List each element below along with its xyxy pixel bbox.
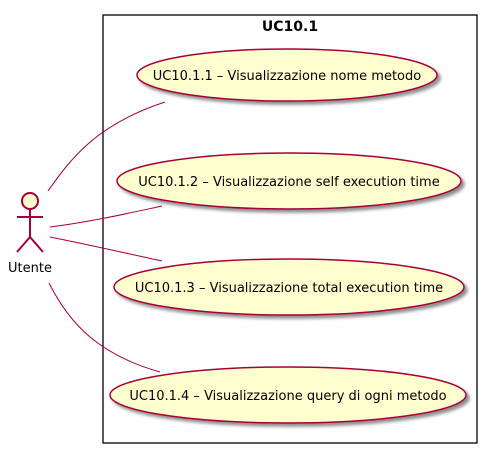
associations: [47, 101, 166, 373]
actor-leg-right: [29, 236, 44, 253]
use-case-uc10-1-4[interactable]: UC10.1.4 – Visualizzazione query di ogni…: [109, 366, 467, 424]
actor-utente: [16, 192, 44, 253]
actor-leg-left: [16, 236, 31, 253]
use-case-label: UC10.1.4 – Visualizzazione query di ogni…: [129, 389, 446, 404]
association-uc10-1-1: [47, 101, 166, 192]
use-case-ellipse: [109, 366, 467, 424]
package-border: [102, 14, 478, 444]
package-uc10-1: UC10.1: [102, 14, 478, 444]
association-uc10-1-4: [48, 282, 161, 373]
association-uc10-1-3: [49, 236, 163, 262]
use-case-uc10-1-2[interactable]: UC10.1.2 – Visualizzazione self executio…: [116, 152, 462, 210]
use-case-ellipse: [136, 48, 438, 102]
use-case-label: UC10.1.3 – Visualizzazione total executi…: [135, 281, 443, 296]
use-case-ellipse: [113, 258, 465, 316]
actor-head: [21, 192, 39, 210]
use-case-uc10-1-1[interactable]: UC10.1.1 – Visualizzazione nome metodo: [136, 48, 438, 102]
use-case-uc10-1-3[interactable]: UC10.1.3 – Visualizzazione total executi…: [113, 258, 465, 316]
use-case-label: UC10.1.2 – Visualizzazione self executio…: [138, 175, 439, 190]
use-case-ellipse: [116, 152, 462, 210]
association-uc10-1-2: [49, 205, 163, 228]
use-case-label: UC10.1.1 – Visualizzazione nome metodo: [153, 69, 421, 84]
package-title: UC10.1: [262, 19, 318, 35]
actor-label: Utente: [8, 261, 52, 276]
